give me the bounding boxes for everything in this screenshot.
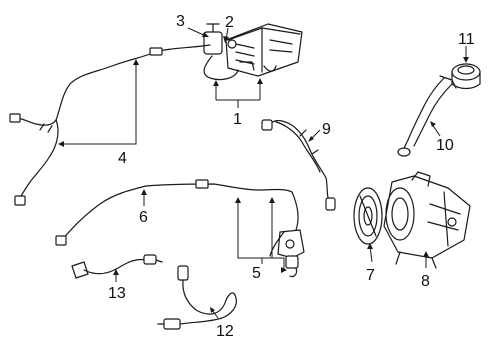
- purge-solenoid-5: [269, 229, 305, 278]
- oxygen-sensor-13: [71, 254, 163, 279]
- callout-8: 8: [421, 273, 430, 290]
- vacuum-hose-9: [261, 119, 336, 211]
- leader-lines: [58, 27, 469, 319]
- wiring-harness-6: [55, 179, 299, 246]
- callout-4: 4: [118, 150, 127, 167]
- callout-13: 13: [108, 285, 126, 302]
- callout-11: 11: [458, 31, 475, 48]
- air-housing-8: [383, 171, 471, 269]
- callout-labels: 1 2 3 4 5 6 7 8 9 10 11 12 13: [108, 13, 475, 340]
- callout-1: 1: [233, 111, 242, 128]
- wiring-harness-4: [9, 44, 211, 206]
- callout-12: 12: [216, 323, 234, 340]
- pcv-hose-10: [397, 75, 457, 157]
- pcv-valve-11: [451, 63, 481, 90]
- callout-2: 2: [225, 14, 234, 31]
- oxygen-sensor-12: [157, 265, 237, 330]
- callout-9: 9: [322, 121, 331, 138]
- vapor-canister: [203, 23, 303, 81]
- callout-6: 6: [139, 209, 148, 226]
- callout-10: 10: [436, 137, 454, 154]
- callout-7: 7: [366, 267, 375, 284]
- callout-3: 3: [176, 13, 185, 30]
- callout-5: 5: [252, 265, 261, 282]
- throttle-body-7: [353, 187, 383, 245]
